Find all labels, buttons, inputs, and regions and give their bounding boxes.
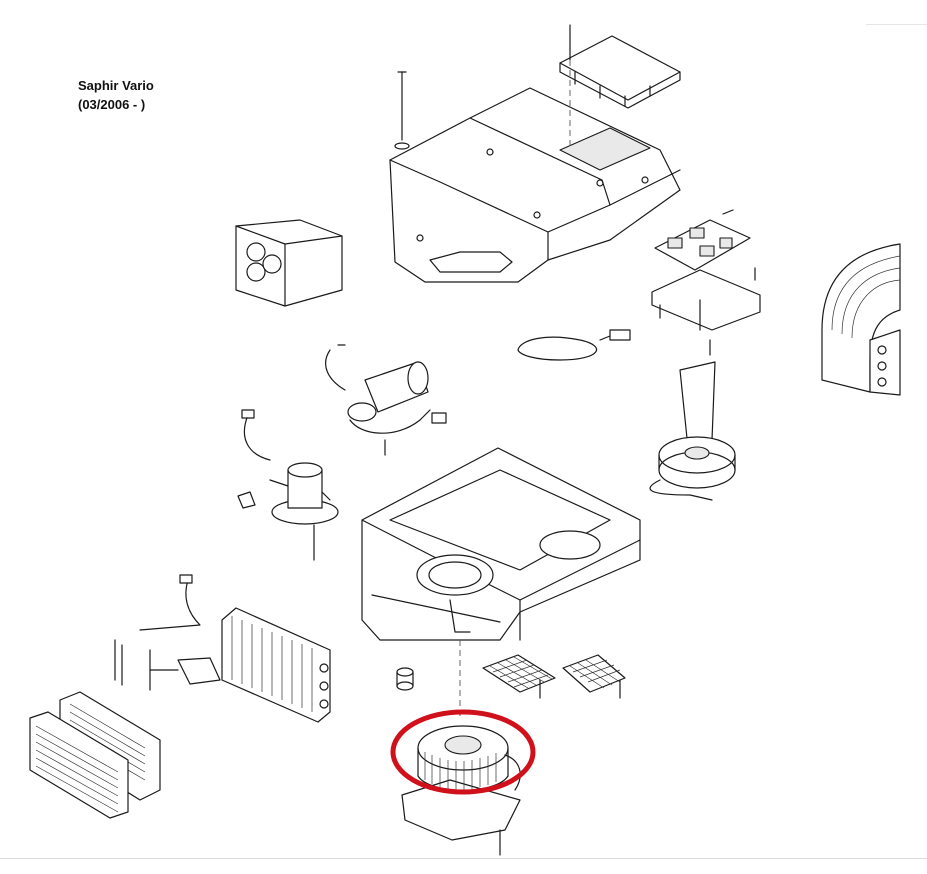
top-divider: [866, 24, 927, 25]
bottom-divider: [0, 858, 927, 859]
heater-coil-part: [221, 607, 331, 723]
top-cover-part: [389, 71, 681, 283]
highlight-circle: [390, 709, 536, 795]
control-board-part: [651, 209, 761, 356]
drain-cap-part: [396, 667, 414, 691]
diagram-title: Saphir Vario (03/2006 - ): [78, 76, 154, 114]
diffuser-box-part: [235, 219, 343, 307]
filter-grille-part: [29, 691, 161, 819]
pump-part: [237, 409, 339, 561]
condenser-fan-part: [649, 361, 736, 501]
model-name: Saphir Vario: [78, 78, 154, 93]
control-cover-part: [559, 24, 681, 150]
blower-fan-part: [401, 725, 521, 856]
model-date-range: (03/2006 - ): [78, 97, 146, 112]
base-tray-part: [361, 447, 641, 641]
compressor-part: [325, 344, 447, 456]
power-cable-part: [517, 329, 631, 361]
evaporator-coil-part: [821, 243, 901, 396]
sensor-bracket-part: [114, 574, 221, 691]
mesh-grille-parts: [482, 654, 626, 699]
